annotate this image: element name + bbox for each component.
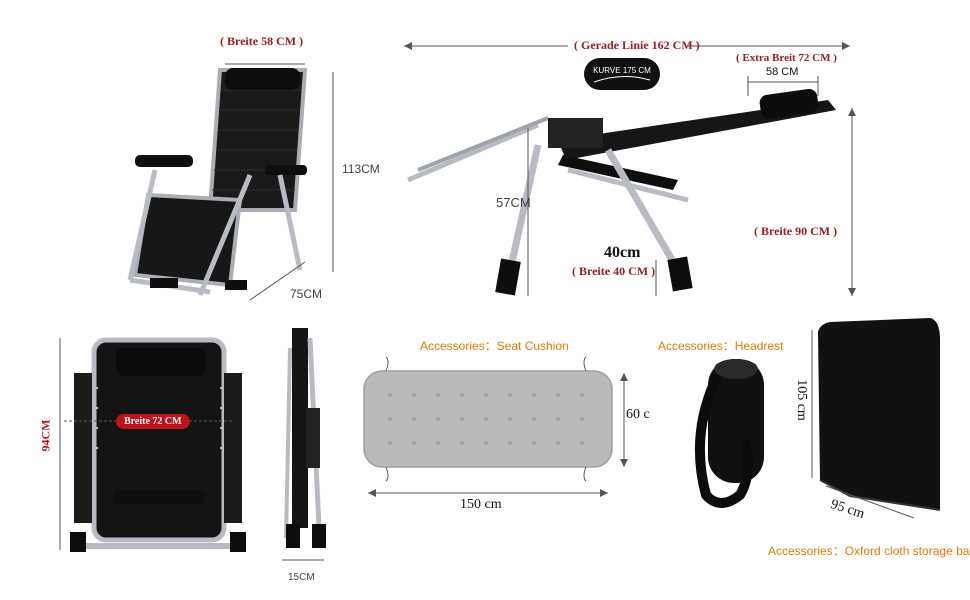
- panel-headrest: Accessories：Headrest: [650, 325, 790, 520]
- panel-seat-cushion: Accessories：Seat Cushion 60 cm 150 cm: [350, 325, 661, 515]
- gerade-162-label: ( Gerade Linie 162 CM ): [574, 38, 700, 52]
- panel-front-view: 94CM Breite 72 CM: [34, 318, 258, 584]
- breite-72-badge: Breite 72 CM: [116, 414, 190, 429]
- width-58-label: 58 CM: [766, 66, 799, 78]
- depth-75-label: 75CM: [290, 287, 323, 301]
- kurve-badge: KURVE 175 CM: [584, 58, 660, 90]
- headrest-caption: Accessories：Headrest: [658, 339, 784, 353]
- panel-upright-chair: ( Breite 58 CM ) 113CM 75CM: [110, 30, 380, 310]
- front-view-illustration: [59, 337, 246, 552]
- upright-chair-illustration: [127, 63, 334, 301]
- breite-58-label: ( Breite 58 CM ): [220, 34, 304, 48]
- kurve-label: KURVE 175 CM: [593, 66, 651, 75]
- storage-bag-caption: Accessories：Oxford cloth storage bag: [768, 544, 970, 558]
- height-113-label: 113CM: [342, 162, 380, 176]
- height-94-label: 94CM: [38, 419, 53, 452]
- breite-90-label: ( Breite 90 CM ): [754, 224, 838, 238]
- kurve-curve-icon: [593, 76, 651, 83]
- extra-breit-72-label: ( Extra Breit 72 CM ): [736, 52, 837, 64]
- panel-storage-bag: 105 cm 95 cm Accessories：Oxford cloth st…: [768, 310, 970, 590]
- panel-folded-view: 15CM: [268, 318, 342, 586]
- folded-view-illustration: [282, 328, 326, 561]
- seat-cushion-caption: Accessories：Seat Cushion: [420, 339, 569, 353]
- storage-bag-illustration: [811, 318, 941, 519]
- depth-40cm-label: 40cm: [604, 244, 641, 261]
- breite-40-label: ( Breite 40 CM ): [572, 264, 656, 278]
- seat-cushion-illustration: [363, 356, 628, 497]
- height-57-label: 57CM: [496, 195, 531, 210]
- cushion-width-label: 150 cm: [460, 497, 502, 512]
- panel-reclined-chair: ( Gerade Linie 162 CM ) KURVE 175 CM ( E…: [388, 30, 864, 310]
- headrest-illustration: [694, 359, 764, 508]
- bag-height-label: 105 cm: [793, 379, 809, 421]
- reclined-chair-illustration: [404, 42, 856, 296]
- width-15-label: 15CM: [288, 572, 315, 583]
